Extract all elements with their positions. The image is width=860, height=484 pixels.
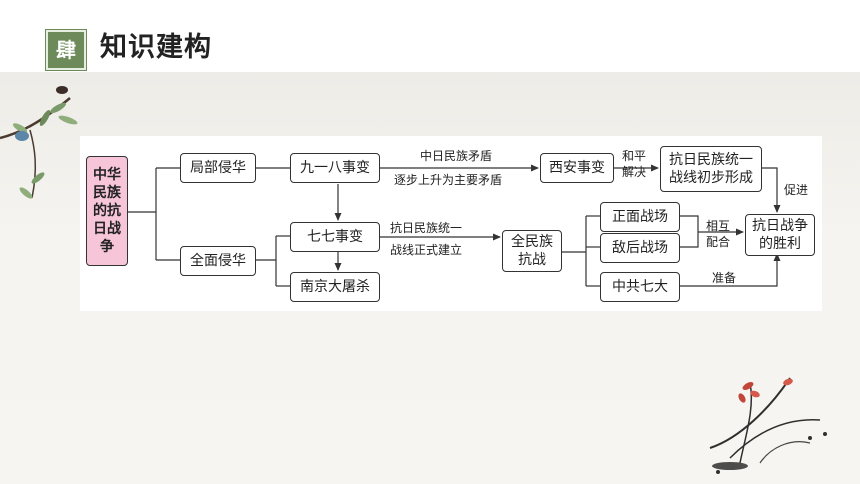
branch-bird-decoration [0,86,78,199]
node-sep18-incident: 九一八事变 [290,153,380,183]
label-formed-top: 抗日民族统一 [390,221,463,235]
header-bar: 肆 知识建构 [0,0,860,72]
node-victory: 抗日战争 的胜利 [745,214,815,256]
label-formed-bottom: 战线正式建立 [390,243,463,257]
label-prepare: 准备 [712,271,737,285]
orchid-decoration [709,377,827,474]
node-all-nation-resistance: 全民族 抗战 [502,230,562,272]
connector-lines [128,164,781,287]
node-nanjing-massacre: 南京大屠杀 [290,272,380,302]
page-title: 知识建构 [100,32,212,63]
node-root-war: 中华 民族 的抗 日战 争 [86,156,128,266]
label-conflict-bottom: 逐步上升为主要矛盾 [394,173,503,187]
label-conflict-top: 中日民族矛盾 [420,149,493,163]
knowledge-map-panel: 中华 民族 的抗 日战 争 局部侵华 全面侵华 九一八事变 西安事变 抗日民族统… [80,136,822,311]
label-promote: 促进 [784,183,809,197]
node-front-battlefield: 正面战场 [600,202,680,232]
node-xian-incident: 西安事变 [540,153,614,183]
label-mutual-coordination: 相互 配合 [706,219,731,249]
section-badge: 肆 [46,30,86,70]
node-seventh-congress: 中共七大 [600,272,680,302]
node-local-invasion: 局部侵华 [180,153,256,183]
node-rear-battlefield: 敌后战场 [600,233,680,263]
node-jul7-incident: 七七事变 [290,222,380,252]
node-full-invasion: 全面侵华 [180,246,256,276]
node-united-front-initial: 抗日民族统一 战线初步形成 [660,146,762,192]
label-peaceful-solution: 和平 解决 [622,149,647,179]
